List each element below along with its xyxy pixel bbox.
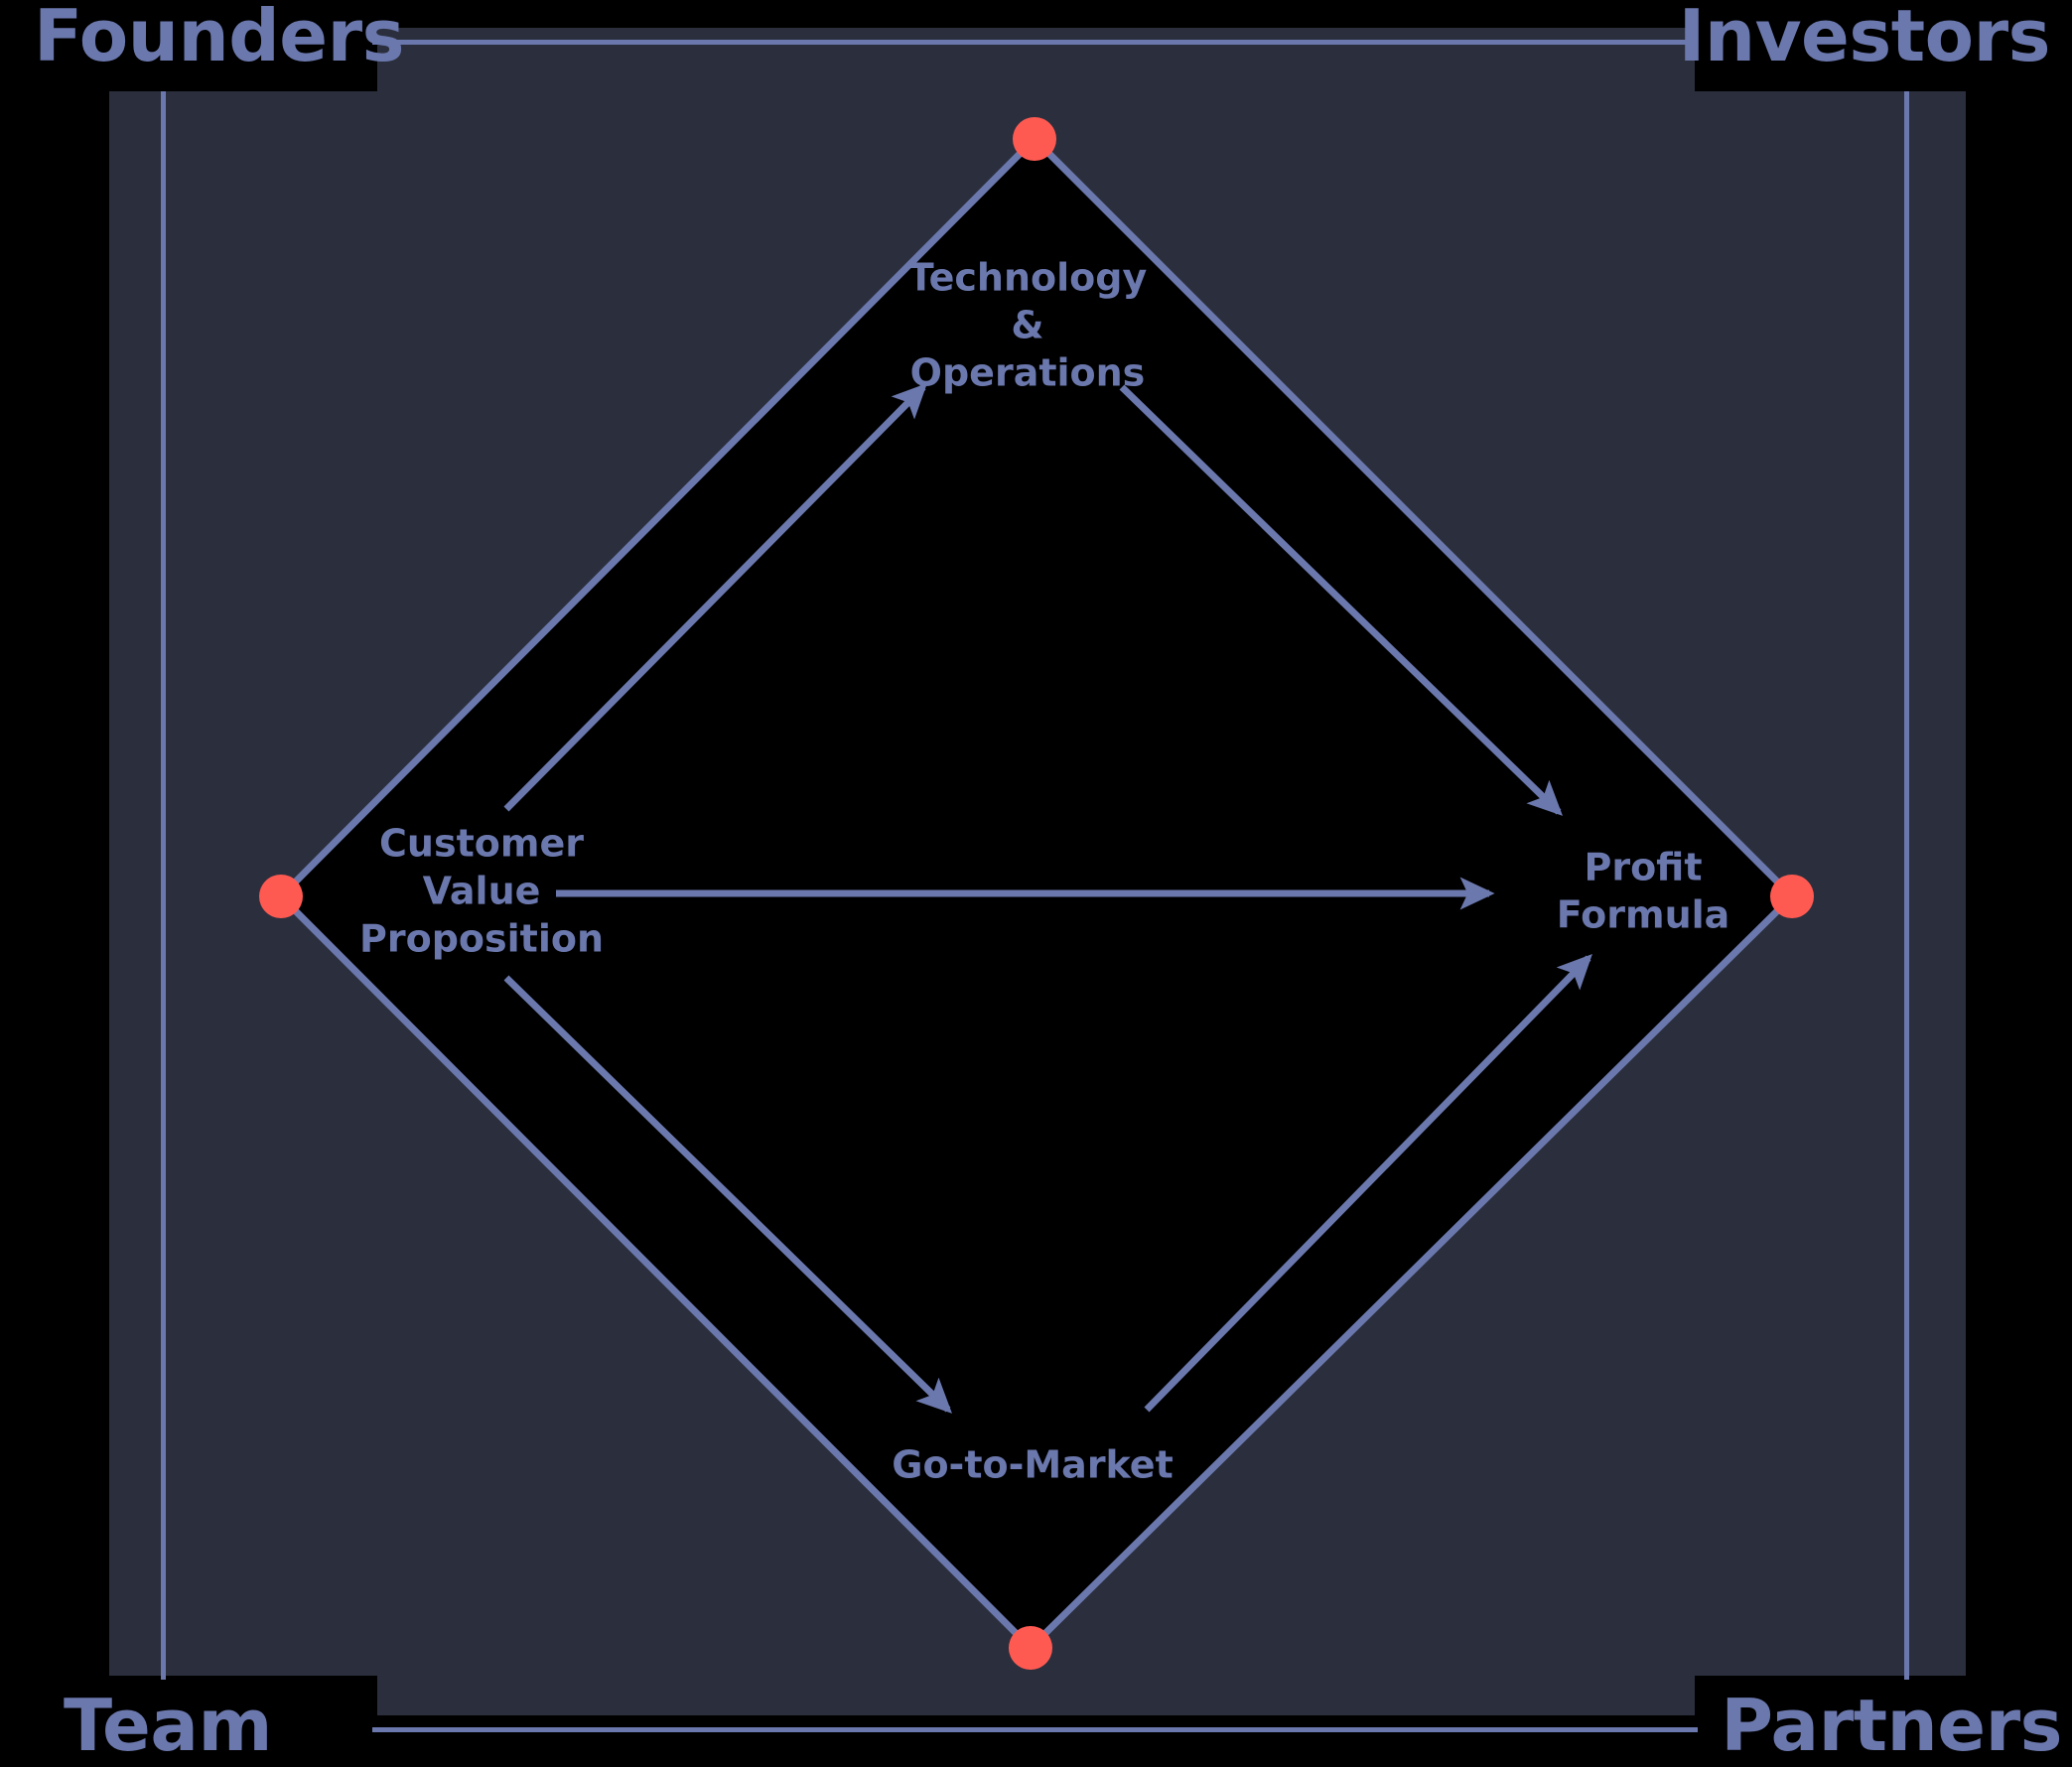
frame-border-bottom — [372, 1727, 1698, 1732]
vertex-dot-top[interactable] — [1013, 117, 1056, 161]
arrow-layer — [503, 383, 1592, 1414]
node-label-line: Formula — [1557, 893, 1730, 937]
corner-notch-bottom-right — [1695, 1676, 2072, 1767]
corner-label-founders: Founders — [34, 0, 404, 77]
frame-border-left — [161, 91, 166, 1680]
arrow-cvp-to-techops — [503, 383, 927, 812]
corner-label-team: Team — [64, 1684, 273, 1767]
node-label-line: Go-to-Market — [892, 1443, 1174, 1487]
node-label-line: Customer — [379, 822, 584, 866]
arrow-techops-to-profit — [1119, 384, 1564, 816]
arrow-cvp-to-gtm — [503, 975, 953, 1414]
corner-label-partners: Partners — [1721, 1684, 2062, 1767]
corner-label-investors: Investors — [1678, 0, 2051, 77]
node-label-customer-value-proposition: Customer Value Proposition — [359, 822, 604, 961]
node-label-profit-formula: Profit Formula — [1557, 846, 1730, 937]
corner-notch-bottom-left — [0, 1676, 377, 1767]
node-label-line: Operations — [910, 351, 1146, 395]
vertex-dot-right[interactable] — [1770, 875, 1814, 918]
frame-border-right — [1904, 91, 1909, 1680]
corner-notch-top-left — [0, 0, 377, 91]
node-label-line: Technology — [908, 256, 1148, 300]
node-label-technology-operations: Technology & Operations — [908, 256, 1148, 395]
node-label-go-to-market: Go-to-Market — [892, 1443, 1174, 1487]
node-label-line: Profit — [1584, 846, 1702, 889]
vertex-dot-bottom[interactable] — [1009, 1626, 1052, 1670]
node-label-line: Value — [423, 870, 541, 913]
node-label-line: & — [1011, 304, 1043, 347]
corner-notch-top-right — [1695, 0, 2072, 91]
frame-border-top — [372, 40, 1698, 45]
node-label-line: Proposition — [359, 917, 604, 961]
vertex-dot-left[interactable] — [259, 875, 303, 918]
vertex-dot-layer — [259, 117, 1814, 1670]
arrow-gtm-to-profit — [1144, 953, 1592, 1413]
